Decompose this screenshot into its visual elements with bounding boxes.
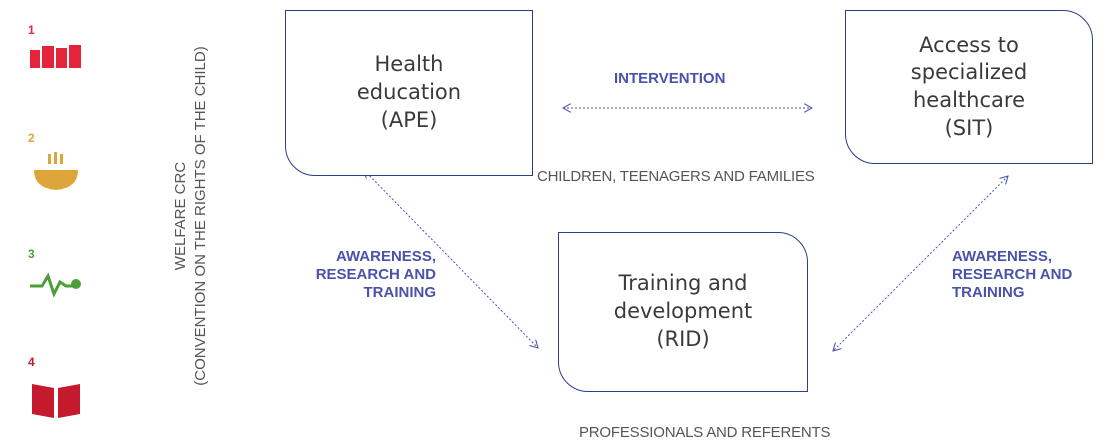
sit-rid-arrow <box>833 176 1008 351</box>
zero-hunger-icon <box>34 152 78 190</box>
intervention-label: INTERVENTION <box>614 70 726 87</box>
ape-rid-arrow <box>364 170 538 348</box>
right-awareness-label: AWARENESS, RESEARCH AND TRAINING <box>952 248 1073 301</box>
professionals-referents-label: PROFESSIONALS AND REFERENTS <box>579 424 831 441</box>
sdg-goal-1: 1 <box>28 24 88 75</box>
children-families-label: CHILDREN, TEENAGERS AND FAMILIES <box>537 168 815 185</box>
sdg-goal-2: 2 <box>28 132 88 201</box>
good-health-icon <box>30 272 81 298</box>
sdg-goal-3: 3 <box>28 248 88 303</box>
no-poverty-icon <box>30 45 81 68</box>
box-health-education: Health education (APE) <box>285 10 533 176</box>
left-awareness-label: AWARENESS, RESEARCH AND TRAINING <box>315 248 436 301</box>
box-specialized-healthcare: Access to specialized healthcare (SIT) <box>845 10 1093 164</box>
box-training-development: Training and development (RID) <box>558 232 808 392</box>
sdg-goal-4: 4 <box>28 356 88 425</box>
quality-education-icon <box>32 384 80 418</box>
